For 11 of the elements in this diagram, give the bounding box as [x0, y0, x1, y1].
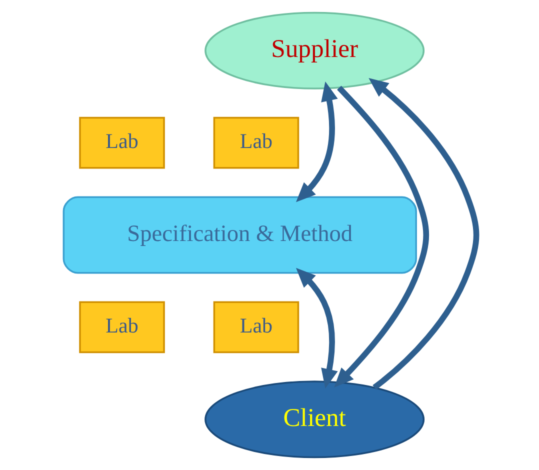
arrow	[368, 78, 479, 390]
arrow	[334, 86, 429, 388]
node-box: Specification & Method	[62, 196, 416, 274]
node-box: Lab	[212, 301, 299, 354]
node-box: Lab	[78, 116, 164, 169]
arrow	[295, 268, 338, 388]
node-box: Lab	[212, 116, 299, 169]
node-box: Lab	[78, 301, 164, 354]
node-ellipse: Supplier	[204, 12, 424, 90]
node-ellipse: Client	[204, 380, 424, 458]
arrow	[295, 82, 338, 202]
